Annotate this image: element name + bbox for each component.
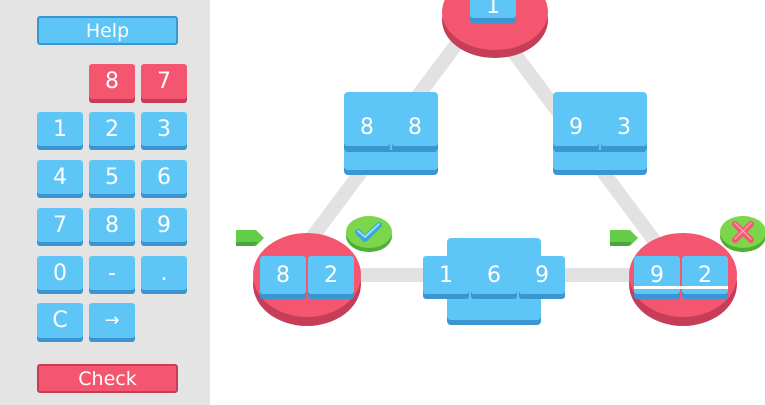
sidebar: Help 8 7 1 2 3 4 5 6 7 8 9 0 - . C → Che…	[0, 0, 210, 405]
bottom-edge-tile-2[interactable]: 6	[471, 256, 517, 294]
arrow-right-icon[interactable]: →	[89, 303, 135, 338]
answer-digit-1[interactable]: 8	[89, 64, 135, 99]
key-2[interactable]: 2	[89, 112, 135, 146]
right-edge-tile-1[interactable]: 9	[553, 108, 599, 146]
bottom-edge-tile-3[interactable]: 9	[519, 256, 565, 294]
help-button[interactable]: Help	[37, 16, 178, 45]
left-edge-tile-2[interactable]: 8	[392, 108, 438, 146]
key-1[interactable]: 1	[37, 112, 83, 146]
right-edge-stack-divider	[555, 150, 645, 152]
key-3[interactable]: 3	[141, 112, 187, 146]
key-8[interactable]: 8	[89, 208, 135, 242]
left-edge-tile-1[interactable]: 8	[344, 108, 390, 146]
top-node[interactable]	[438, 0, 552, 62]
key-minus[interactable]: -	[89, 256, 135, 290]
bottom-edge-tile-1[interactable]: 1	[423, 256, 469, 294]
key-clear[interactable]: C	[37, 303, 83, 338]
key-9[interactable]: 9	[141, 208, 187, 242]
key-6[interactable]: 6	[141, 160, 187, 194]
left-edge-stack-divider	[346, 150, 436, 152]
answer-digit-2[interactable]: 7	[141, 64, 187, 99]
right-node-underline	[634, 286, 728, 289]
correct-check-icon	[346, 216, 392, 252]
incorrect-cross-icon	[720, 216, 765, 252]
key-5[interactable]: 5	[89, 160, 135, 194]
left-node-tile-1[interactable]: 8	[260, 256, 306, 294]
key-0[interactable]: 0	[37, 256, 83, 290]
right-edge-tile-2[interactable]: 3	[601, 108, 647, 146]
left-node-tile-2[interactable]: 2	[308, 256, 354, 294]
left-node-flag-icon	[236, 230, 264, 246]
game-board: 1 8 8 9 3 1 6 9 8 2 9 2	[210, 0, 765, 405]
check-button[interactable]: Check	[37, 364, 178, 393]
key-7[interactable]: 7	[37, 208, 83, 242]
right-node-flag-icon	[610, 230, 638, 246]
top-node-tile-1[interactable]: 1	[470, 0, 516, 19]
key-4[interactable]: 4	[37, 160, 83, 194]
key-decimal[interactable]: .	[141, 256, 187, 290]
